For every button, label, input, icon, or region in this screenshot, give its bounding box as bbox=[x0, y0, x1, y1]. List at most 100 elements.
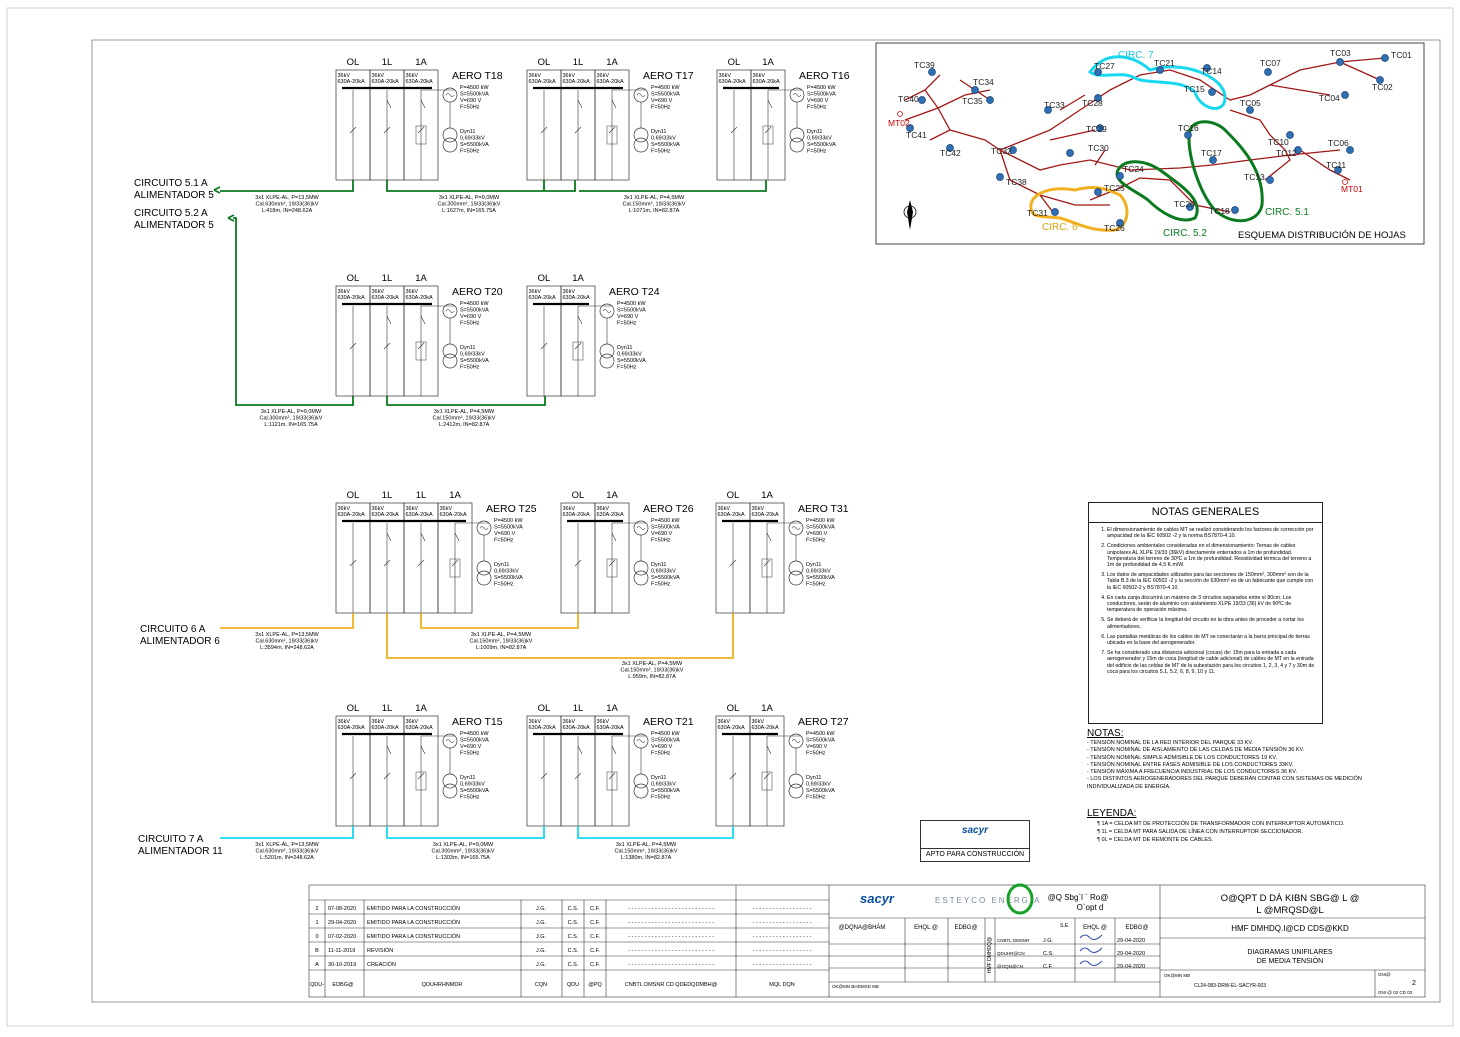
map-node-tc28 bbox=[1094, 94, 1102, 102]
map-title: ESQUEMA DISTRIBUCIÓN DE HOJAS bbox=[1238, 230, 1406, 241]
rev-id: B bbox=[315, 948, 319, 954]
transformer-spec: 0,69/33kV bbox=[651, 569, 676, 575]
cell-type-label: 1A bbox=[606, 703, 618, 714]
transformer-spec: S=5500kVA bbox=[806, 575, 835, 581]
map-node-label: TC40 bbox=[898, 94, 919, 104]
map-node-label: TC21 bbox=[1154, 58, 1175, 68]
wire-circ51-arrow bbox=[213, 186, 221, 194]
turbine-name: AERO T17 bbox=[643, 70, 694, 82]
map-node-label: MT01 bbox=[1341, 184, 1363, 194]
gen-spec: V=690 V bbox=[494, 531, 516, 537]
cable-label: 3x1 XLPE-AL, P=4,5MW bbox=[624, 195, 685, 201]
map-node-label: MT02 bbox=[888, 118, 910, 128]
transformer-spec: S=5500kVA bbox=[651, 788, 680, 794]
switch-symbol bbox=[383, 126, 391, 134]
rev-header: CQN bbox=[535, 982, 547, 988]
gen-spec: P=4500 kW bbox=[651, 731, 680, 737]
switchgear-group: OL36kV630A-20kA1L36kV630A-20kA1A36kV630A… bbox=[526, 57, 694, 181]
disconnector-symbol bbox=[420, 532, 426, 542]
switchgear-group: OL36kV630A-20kA1L36kV630A-20kA1L36kV630A… bbox=[335, 490, 537, 614]
cable-label: L:1121m, IN=165.75A bbox=[264, 422, 318, 428]
turbine-name: AERO T26 bbox=[643, 503, 694, 515]
cell-type-label: 1A bbox=[606, 490, 618, 501]
switch-symbol bbox=[417, 126, 425, 134]
cell-rating: 630A-20kA bbox=[338, 725, 366, 731]
tb-role-date: 29-04-2020 bbox=[1117, 964, 1145, 970]
cell-rating: 36kV bbox=[563, 73, 576, 79]
nota-item: - TENSIÓN NOMINAL DE LA RED INTERIOR DEL… bbox=[1087, 740, 1254, 746]
transformer-spec: F=50Hz bbox=[460, 795, 480, 801]
cell-rating: 630A-20kA bbox=[718, 512, 746, 518]
cell-rating: 630A-20kA bbox=[718, 725, 746, 731]
cell-rating: 630A-20kA bbox=[719, 79, 747, 85]
generator-sine-icon bbox=[602, 309, 612, 313]
cell-type-label: OL bbox=[538, 273, 551, 284]
sheet-title: HMF DMHDQ.I@CD CDS@KKD bbox=[1231, 924, 1349, 933]
cell-rating: 630A-20kA bbox=[338, 295, 366, 301]
sacyr-logo: sacyr bbox=[860, 891, 895, 906]
rev-desc: REVISIÓN bbox=[367, 947, 393, 954]
transformer-spec: Dyn11 bbox=[807, 129, 823, 135]
map-node-label: TC39 bbox=[914, 60, 935, 70]
switch-symbol bbox=[451, 559, 459, 567]
cell-type-label: 1L bbox=[382, 490, 393, 501]
relay-symbol bbox=[761, 771, 773, 791]
map-node-tc15 bbox=[1208, 88, 1216, 96]
gen-spec: S=5500kVA bbox=[651, 738, 680, 744]
cell-rating: 630A-20kA bbox=[406, 79, 434, 85]
map-label-circ6: CIRC. 6 bbox=[1042, 222, 1078, 233]
cable-label: Cal.630mm², 19/33(36)kV bbox=[256, 202, 319, 208]
map-node-tc42 bbox=[946, 144, 954, 152]
map-node-label: TC13 bbox=[1244, 172, 1265, 182]
generator-sine-icon bbox=[791, 526, 801, 530]
notes-generales-title: NOTAS GENERALES bbox=[1089, 503, 1322, 523]
cell-rating: 36kV bbox=[372, 289, 385, 295]
map-node-label: TC42 bbox=[940, 148, 961, 158]
map-node-tc14 bbox=[1203, 64, 1211, 72]
leyenda-list: ¶ 1A = CELDA MT DE PROTECCIÓN DE TRANSFO… bbox=[1087, 820, 1407, 844]
map-node-tc04 bbox=[1341, 91, 1349, 99]
cable-label: L:1071m, IN=82.87A bbox=[629, 208, 680, 214]
transformer-spec: 0,69/33kV bbox=[460, 352, 485, 358]
cell-rating: 630A-20kA bbox=[372, 79, 400, 85]
map-label-circ52: CIRC. 5.2 bbox=[1163, 228, 1207, 239]
cable-label: 3x1 XLPE-AL, P=9,0MW bbox=[439, 195, 500, 201]
generator-sine-icon bbox=[479, 526, 489, 530]
cell-rating: 630A-20kA bbox=[338, 79, 366, 85]
turbine-name: AERO T18 bbox=[452, 70, 503, 82]
map-node-tc03 bbox=[1336, 58, 1344, 66]
transformer-spec: S=5500kVA bbox=[617, 358, 646, 364]
switch-symbol bbox=[608, 772, 616, 780]
map-node-label: TC18 bbox=[1209, 206, 1230, 216]
switch-symbol bbox=[729, 772, 737, 780]
disconnector-symbol bbox=[611, 99, 617, 109]
wire-circ52 bbox=[233, 217, 546, 406]
nota-item: - TENSIÓN NOMINAL SIMPLE ADMISIBLE DE LO… bbox=[1087, 754, 1278, 761]
stamp-label: APTO PARA CONSTRUCCIÓN bbox=[921, 848, 1029, 858]
transformer-spec: S=5500kVA bbox=[460, 788, 489, 794]
switch-symbol bbox=[763, 559, 771, 567]
rev-c: C.F. bbox=[590, 948, 600, 954]
plan-title-1: DIAGRAMAS UNIFILARES bbox=[1247, 949, 1333, 956]
gen-spec: P=4500 kW bbox=[651, 518, 680, 524]
cell-type-label: OL bbox=[572, 490, 585, 501]
switch-symbol bbox=[574, 559, 582, 567]
gen-spec: V=690 V bbox=[806, 531, 828, 537]
cell-rating: 36kV bbox=[440, 506, 453, 512]
transformer-spec: F=50Hz bbox=[806, 582, 826, 588]
disconnector-symbol bbox=[577, 745, 583, 755]
cell-rating: 36kV bbox=[406, 719, 419, 725]
map-node-label: TC07 bbox=[1260, 58, 1281, 68]
map-node-label: TC38 bbox=[1006, 177, 1027, 187]
leyenda-section: LEYENDA: ¶ 1A = CELDA MT DE PROTECCIÓN D… bbox=[1087, 808, 1407, 844]
generator-sine-icon bbox=[636, 93, 646, 97]
rev-e: - - - - - - - - - - - - - - - - - - bbox=[753, 948, 812, 954]
cable-label: 3x1 XLPE-AL, P=4,5MW bbox=[616, 842, 677, 848]
relay-symbol bbox=[415, 771, 427, 791]
cell-rating: 630A-20kA bbox=[563, 725, 591, 731]
switchgear-group: OL36kV630A-20kA1L36kV630A-20kA1A36kV630A… bbox=[335, 273, 503, 397]
rev-a: J.G. bbox=[536, 934, 547, 940]
cell-rating: 36kV bbox=[752, 719, 765, 725]
cell-rating: 630A-20kA bbox=[372, 295, 400, 301]
disconnector-symbol bbox=[766, 532, 772, 542]
